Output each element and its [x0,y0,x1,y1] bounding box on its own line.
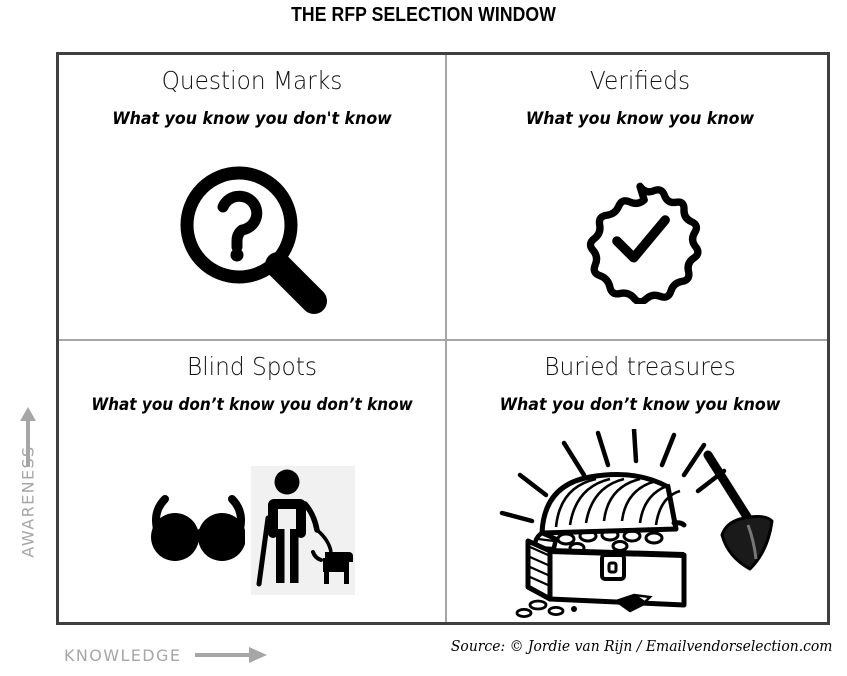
quadrant-subtitle: What you know you don't know [112,108,392,129]
arrow-right-icon [195,647,268,663]
pictogram-background [251,465,355,595]
source-attribution: Source: © Jordie van Rijn / Emailvendors… [451,639,833,655]
arrow-up-icon [20,407,36,467]
quadrant-heading: Verifieds [589,66,691,95]
quadrant-heading: Buried treasures [544,352,736,381]
sunglasses-icon [151,495,245,561]
quadrant-blind-spots[interactable]: Blind Spots What you don’t know you don’… [59,341,445,626]
blind-person-guide-dog-icon [256,469,353,586]
horizontal-divider [59,339,827,341]
quadrant-icon-area [447,427,833,622]
quadrant-subtitle: What you know you know [525,108,755,129]
quadrant-subtitle: What you don’t know you don’t know [91,394,413,414]
quadrant-icon-area [447,151,833,331]
x-axis-label: KNOWLEDGE [64,645,182,665]
quadrant-heading: Question Marks [161,66,343,95]
x-axis-knowledge: KNOWLEDGE [64,640,269,670]
rfp-selection-matrix: Question Marks What you know you don't k… [56,52,830,625]
quadrant-icon-area [59,445,445,615]
vertical-divider [445,55,447,622]
page-title: THE RFP SELECTION WINDOW [291,4,556,26]
magnifier-question-icon [180,166,327,314]
y-axis-awareness: AWARENESS [10,400,46,640]
quadrant-verifieds[interactable]: Verifieds What you know you know [447,55,833,340]
y-axis-label: AWARENESS [18,445,38,558]
shovel-icon [703,450,774,570]
verified-badge-check-icon [586,182,702,304]
quadrant-icon-area [59,151,445,331]
quadrant-buried-treasures[interactable]: Buried treasures What you don’t know you… [447,341,833,626]
quadrant-question-marks[interactable]: Question Marks What you know you don't k… [59,55,445,340]
quadrant-heading: Blind Spots [186,352,317,381]
treasure-chest-icon [499,428,774,618]
quadrant-subtitle: What you don’t know you know [499,394,781,415]
